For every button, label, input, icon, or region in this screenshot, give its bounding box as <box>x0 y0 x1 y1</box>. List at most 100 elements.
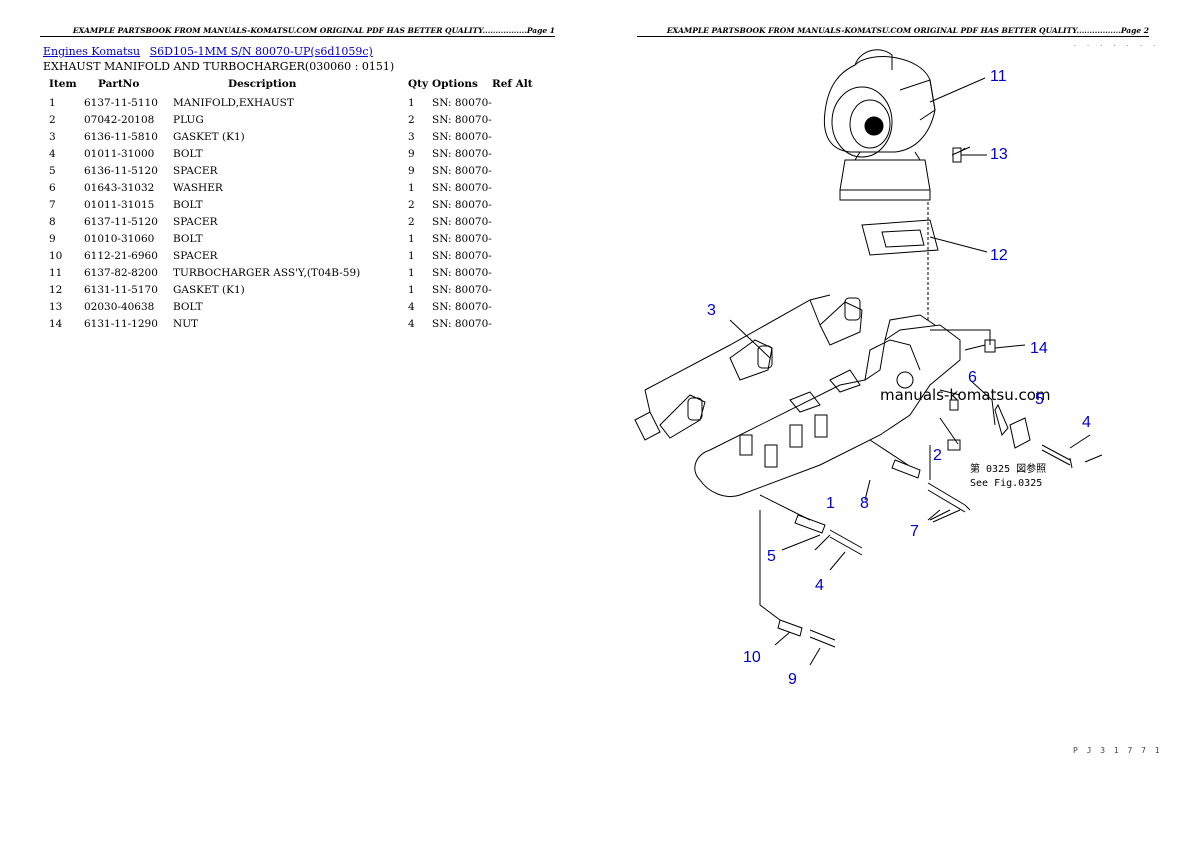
cell-refalt <box>492 128 533 145</box>
cell-options: SN: 80070- <box>432 164 492 177</box>
cell-qty: 2 <box>408 198 415 211</box>
cell-partno: 07042-20108 <box>84 113 155 126</box>
cell-description: GASKET (K1) <box>173 283 245 296</box>
cell-partno: 6136-11-5810 <box>84 130 158 143</box>
cell-description: NUT <box>173 317 199 330</box>
callout-14: 14 <box>1030 340 1048 357</box>
cell-partno: 6136-11-5120 <box>84 164 158 177</box>
lower-fasteners-drawing <box>759 439 971 648</box>
cell-qty: 1 <box>408 96 415 109</box>
callout-1: 1 <box>826 495 835 512</box>
callout-2: 2 <box>933 447 942 464</box>
cell-partno: 01010-31060 <box>84 232 155 245</box>
cell-options: SN: 80070- <box>432 198 492 211</box>
breadcrumb-link-engines[interactable]: Engines Komatsu <box>43 45 141 58</box>
cell-refalt <box>492 94 533 111</box>
callout-5-right: 5 <box>1035 391 1044 408</box>
cell-options: SN: 80070- <box>432 96 492 109</box>
cell-partno: 6137-82-8200 <box>84 266 158 279</box>
cell-qty: 2 <box>408 113 415 126</box>
diagram-note-en: See Fig.0325 <box>970 478 1042 489</box>
cell-description: SPACER <box>173 215 218 228</box>
section-title: EXHAUST MANIFOLD AND TURBOCHARGER(030060… <box>43 60 395 73</box>
cell-description: SPACER <box>173 164 218 177</box>
cell-item: 13 <box>49 300 63 313</box>
col-header-qty: Qty <box>408 78 429 90</box>
page1-header: EXAMPLE PARTSBOOK FROM MANUALS-KOMATSU.C… <box>40 26 555 37</box>
cell-item: 1 <box>49 96 56 109</box>
cell-item: 9 <box>49 232 56 245</box>
callout-3: 3 <box>707 302 716 319</box>
cell-item: 8 <box>49 215 56 228</box>
breadcrumb: Engines Komatsu S6D105-1MM S/N 80070-UP(… <box>43 45 379 58</box>
cell-refalt <box>492 230 533 247</box>
cell-options: SN: 80070- <box>432 266 492 279</box>
exploded-parts-diagram: 第 0325 図参照 See Fig.0325 manuals-komatsu.… <box>634 49 1103 688</box>
cell-refalt <box>492 281 533 298</box>
parts-table: Item PartNo Description Qty Options Ref … <box>43 76 533 332</box>
cell-options: SN: 80070- <box>432 283 492 296</box>
breadcrumb-link-model[interactable]: S6D105-1MM S/N 80070-UP(s6d1059c) <box>149 45 373 58</box>
cell-qty: 1 <box>408 249 415 262</box>
cell-description: BOLT <box>173 198 203 211</box>
cell-partno: 6131-11-1290 <box>84 317 158 330</box>
callout-12: 12 <box>990 247 1008 264</box>
cell-qty: 1 <box>408 181 415 194</box>
figure-code: P J 3 1 7 7 1 <box>1073 746 1162 755</box>
col-header-description: Description <box>228 78 297 90</box>
callout-8: 8 <box>860 495 869 512</box>
cell-options: SN: 80070- <box>432 249 492 262</box>
cell-description: BOLT <box>173 147 203 160</box>
callout-13: 13 <box>990 146 1008 163</box>
cell-refalt <box>492 213 533 230</box>
cell-refalt <box>492 179 533 196</box>
cell-item: 4 <box>49 147 56 160</box>
cell-item: 14 <box>49 317 63 330</box>
cell-description: MANIFOLD,EXHAUST <box>173 96 294 109</box>
cell-qty: 4 <box>408 317 415 330</box>
cell-description: SPACER <box>173 249 218 262</box>
cell-description: PLUG <box>173 113 204 126</box>
turbocharger-drawing <box>823 49 936 201</box>
cell-description: BOLT <box>173 300 203 313</box>
cell-refalt <box>492 145 533 162</box>
cell-partno: 6137-11-5110 <box>84 96 158 109</box>
table-row: 8 6137-11-5120 SPACER 2 SN: 80070- <box>43 213 533 230</box>
cell-description: WASHER <box>173 181 223 194</box>
callout-7: 7 <box>910 523 919 540</box>
cell-description: GASKET (K1) <box>173 130 245 143</box>
cell-refalt <box>492 162 533 179</box>
cell-item: 3 <box>49 130 56 143</box>
cell-options: SN: 80070- <box>432 215 492 228</box>
cell-partno: 6137-11-5120 <box>84 215 158 228</box>
cell-qty: 4 <box>408 300 415 313</box>
cell-qty: 2 <box>408 215 415 228</box>
cell-item: 12 <box>49 283 63 296</box>
exhaust-manifold-drawing <box>694 314 961 497</box>
cell-refalt <box>492 247 533 264</box>
callout-4-right: 4 <box>1082 414 1091 431</box>
cell-options: SN: 80070- <box>432 232 492 245</box>
callout-4-lower: 4 <box>815 577 824 594</box>
cell-item: 5 <box>49 164 56 177</box>
cell-refalt <box>492 111 533 128</box>
col-header-partno: PartNo <box>98 78 140 90</box>
cell-options: SN: 80070- <box>432 181 492 194</box>
cell-qty: 1 <box>408 232 415 245</box>
callout-11: 11 <box>990 68 1007 85</box>
cell-qty: 1 <box>408 266 415 279</box>
cell-item: 10 <box>49 249 63 262</box>
cell-refalt <box>492 264 533 281</box>
